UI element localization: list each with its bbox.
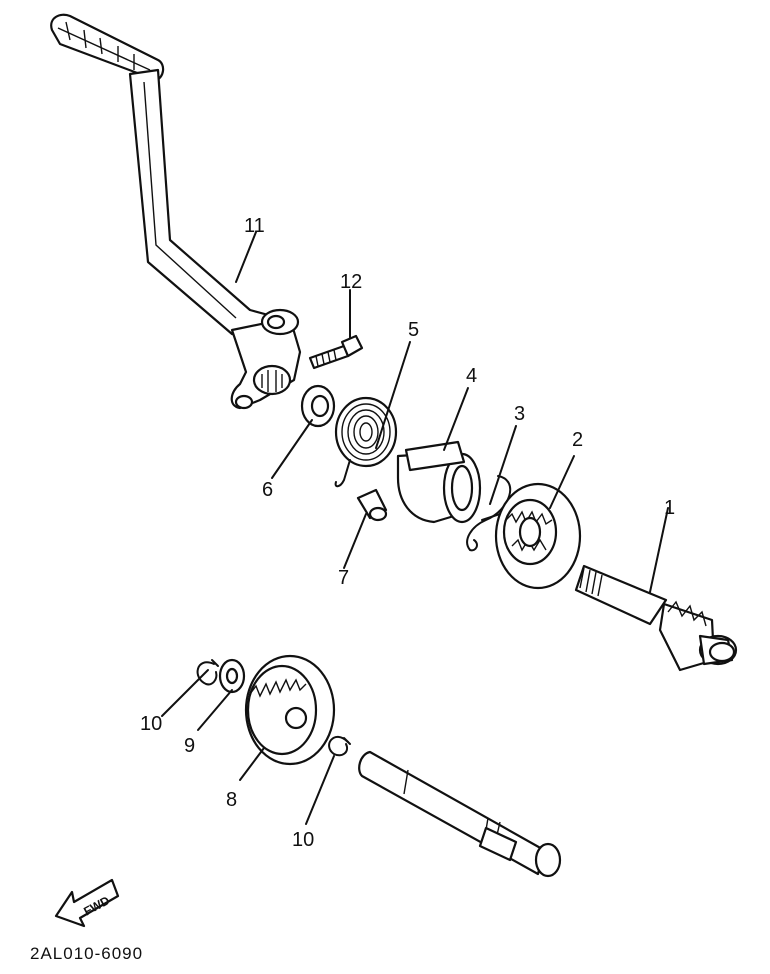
leader-lines — [161, 231, 669, 825]
washer-9 — [218, 658, 246, 694]
callout-8: 8 — [226, 789, 237, 811]
idler-gear — [244, 654, 336, 766]
ratchet-wheel — [494, 482, 582, 590]
kick-crank-lever — [50, 13, 302, 410]
callout-2: 2 — [572, 429, 583, 451]
callout-9: 9 — [184, 735, 195, 757]
bolt — [308, 334, 364, 370]
callout-11: 11 — [244, 215, 265, 237]
callout-10-upper: 10 — [140, 713, 162, 735]
callout-5: 5 — [408, 319, 419, 341]
callout-4: 4 — [466, 365, 477, 387]
callout-7: 7 — [338, 567, 349, 589]
callout-6: 6 — [262, 479, 273, 501]
callout-12: 12 — [340, 271, 362, 293]
spring-guide-pin — [356, 488, 388, 522]
callouts: 1 2 3 4 5 6 7 8 9 10 10 11 12 — [140, 215, 675, 851]
callout-1: 1 — [664, 497, 675, 519]
spring-cover — [396, 440, 482, 524]
circlip-10-lower — [328, 735, 351, 757]
torsion-spring — [334, 396, 398, 488]
drawing-code: 2AL010-6090 — [30, 944, 144, 963]
fwd-arrow: FWD — [54, 878, 120, 928]
circlip-10-upper — [196, 659, 219, 686]
kick-axle — [574, 564, 738, 672]
callout-10-lower: 10 — [292, 829, 314, 851]
washer-6 — [300, 384, 336, 428]
callout-3: 3 — [514, 403, 525, 425]
main-shaft — [358, 750, 562, 878]
